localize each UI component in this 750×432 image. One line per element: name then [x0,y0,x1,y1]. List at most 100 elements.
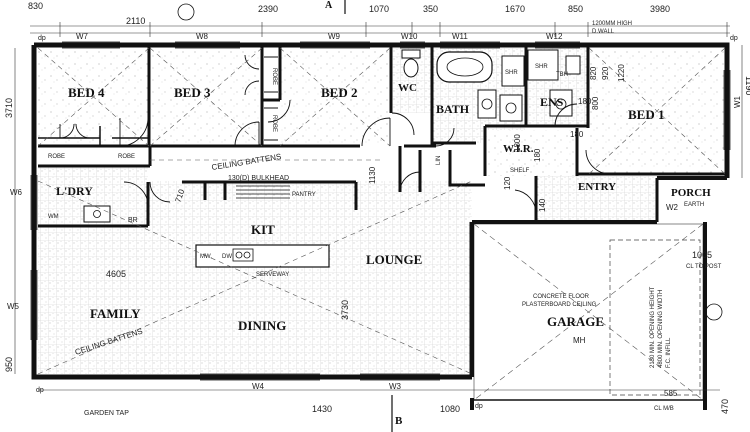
note-cl-mb: CL M/B [654,406,674,412]
note-dwall-2: D.WALL [592,29,615,35]
dim-room-180-b: 180 [570,130,584,139]
dim-top-3980: 3980 [650,4,670,14]
dim-right-1190: 1190 [744,76,750,95]
note-lin: LIN [436,156,442,165]
room-label-bed3: BED 3 [174,85,211,100]
dim-room-820: 820 [589,66,598,80]
note-door-1: 2130 MIN. OPENING HEIGHT [650,286,656,368]
window-tag-w12: W12 [546,32,563,41]
dim-top-1670: 1670 [505,4,525,14]
dim-left-950: 950 [4,357,14,372]
vanity-bath [477,89,497,119]
window-tag-w2: W2 [666,203,679,212]
window-tag-w1: W1 [733,95,742,108]
dim-top-2110: 2110 [126,16,145,26]
dim-room-1800: 1800 [513,134,522,152]
dim-room-180-a: 180 [578,97,592,106]
note-earth: EARTH [684,202,704,208]
note-tbh: TBH [556,72,568,78]
window-tags: W7 W8 W9 W10 W11 W12 W1 W6 W5 W4 W3 W2 [7,32,742,391]
note-serveway: SERVEWAY [256,272,289,278]
dashed-overlays [37,47,726,375]
dim-room-180-c: 180 [533,148,542,162]
vanity-ens [549,89,573,117]
note-garage-floor-1: CONCRETE FLOOR [533,294,590,300]
dim-bottom-470: 470 [720,399,730,414]
note-br: BR [128,217,138,224]
room-label-family: FAMILY [90,306,141,321]
dim-room-710: 710 [173,188,186,204]
dim-top-350: 350 [423,4,438,14]
note-garage-floor-2: PLASTERBOARD CEILING [522,302,597,308]
dim-room-1130: 1130 [368,166,377,184]
room-label-bed4: BED 4 [68,85,105,100]
note-garden-tap: GARDEN TAP [84,410,129,417]
note-shelf: SHELF [510,168,530,174]
dim-room-800: 800 [591,96,600,110]
external-walls [31,42,730,410]
note-wm: WM [48,214,59,220]
note-robe-4: ROBE [271,115,277,132]
note-dp-bl: dp [36,387,44,394]
room-label-wir: W.I.R. [503,143,534,155]
door-swings [59,54,611,215]
dim-bottom-1430: 1430 [312,404,332,414]
dim-int-585: 585 [664,389,678,398]
note-door-2: 4800 MIN. OPENING WIDTH [658,290,664,368]
room-label-wc: WC [398,82,417,94]
window-tag-w3: W3 [389,382,402,391]
dim-room-140: 140 [538,198,547,212]
shower-bath [501,55,525,87]
note-mw: MW. [200,254,212,260]
room-label-kit: KIT [251,222,275,237]
garage [473,223,704,401]
note-bulkhead: 130(D) BULKHEAD [228,175,289,182]
room-label-bath: BATH [436,102,470,116]
window-tag-w7: W7 [76,32,89,41]
note-dwall-1: 1200MM HIGH [592,21,632,27]
internal-walls [38,45,727,228]
window-tag-w4: W4 [252,382,265,391]
dim-left-3710: 3710 [4,98,14,118]
note-robe-1: ROBE [48,154,65,160]
window-tag-w6: W6 [10,188,23,197]
dimension-labels: 830 2110 2390 1070 350 1670 850 3980 371… [4,1,750,414]
note-dp-tl: dp [38,35,46,42]
dim-int-4605: 4605 [106,269,126,279]
toilet-cistern [401,49,421,59]
room-label-dining: DINING [238,318,286,333]
room-label-garage: GARAGE [547,314,604,329]
fixtures [83,49,581,223]
laundry-tub [83,205,111,223]
note-dw: DW [222,254,232,260]
note-ceiling-battens-upper: CEILING BATTENS [211,152,282,172]
note-robe-3: ROBE [271,68,277,85]
window-tag-w9: W9 [328,32,341,41]
note-garage-mh: MH [573,336,586,345]
robes [38,48,278,146]
room-label-porch: PORCH [671,187,711,199]
entry-floor [537,176,657,222]
room-label-lounge: LOUNGE [366,252,422,267]
dimension-lines [14,22,743,391]
window-openings [30,41,731,381]
window-tag-w5: W5 [7,302,20,311]
pantry-hatch [236,185,290,199]
bed3-floor [150,48,261,146]
note-cl-to-post: CL TO POST [686,264,722,270]
room-label-ens: ENS [540,95,564,109]
section-marks [177,0,723,432]
dim-top-850: 850 [568,4,583,14]
ens-toilet [565,55,581,75]
kitchen-island [195,244,330,268]
dim-bottom-1080: 1080 [440,404,460,414]
bathtub [436,51,493,83]
note-robe-2: ROBE [118,154,135,160]
note-dp-tr: dp [730,35,738,42]
note-shr-ens: SHR [535,64,548,70]
dim-int-1005: 1005 [692,250,712,260]
window-tag-w8: W8 [196,32,209,41]
window-tag-w11: W11 [452,32,468,41]
section-label-b: B [395,415,403,427]
note-shr-bath: SHR [505,70,518,76]
